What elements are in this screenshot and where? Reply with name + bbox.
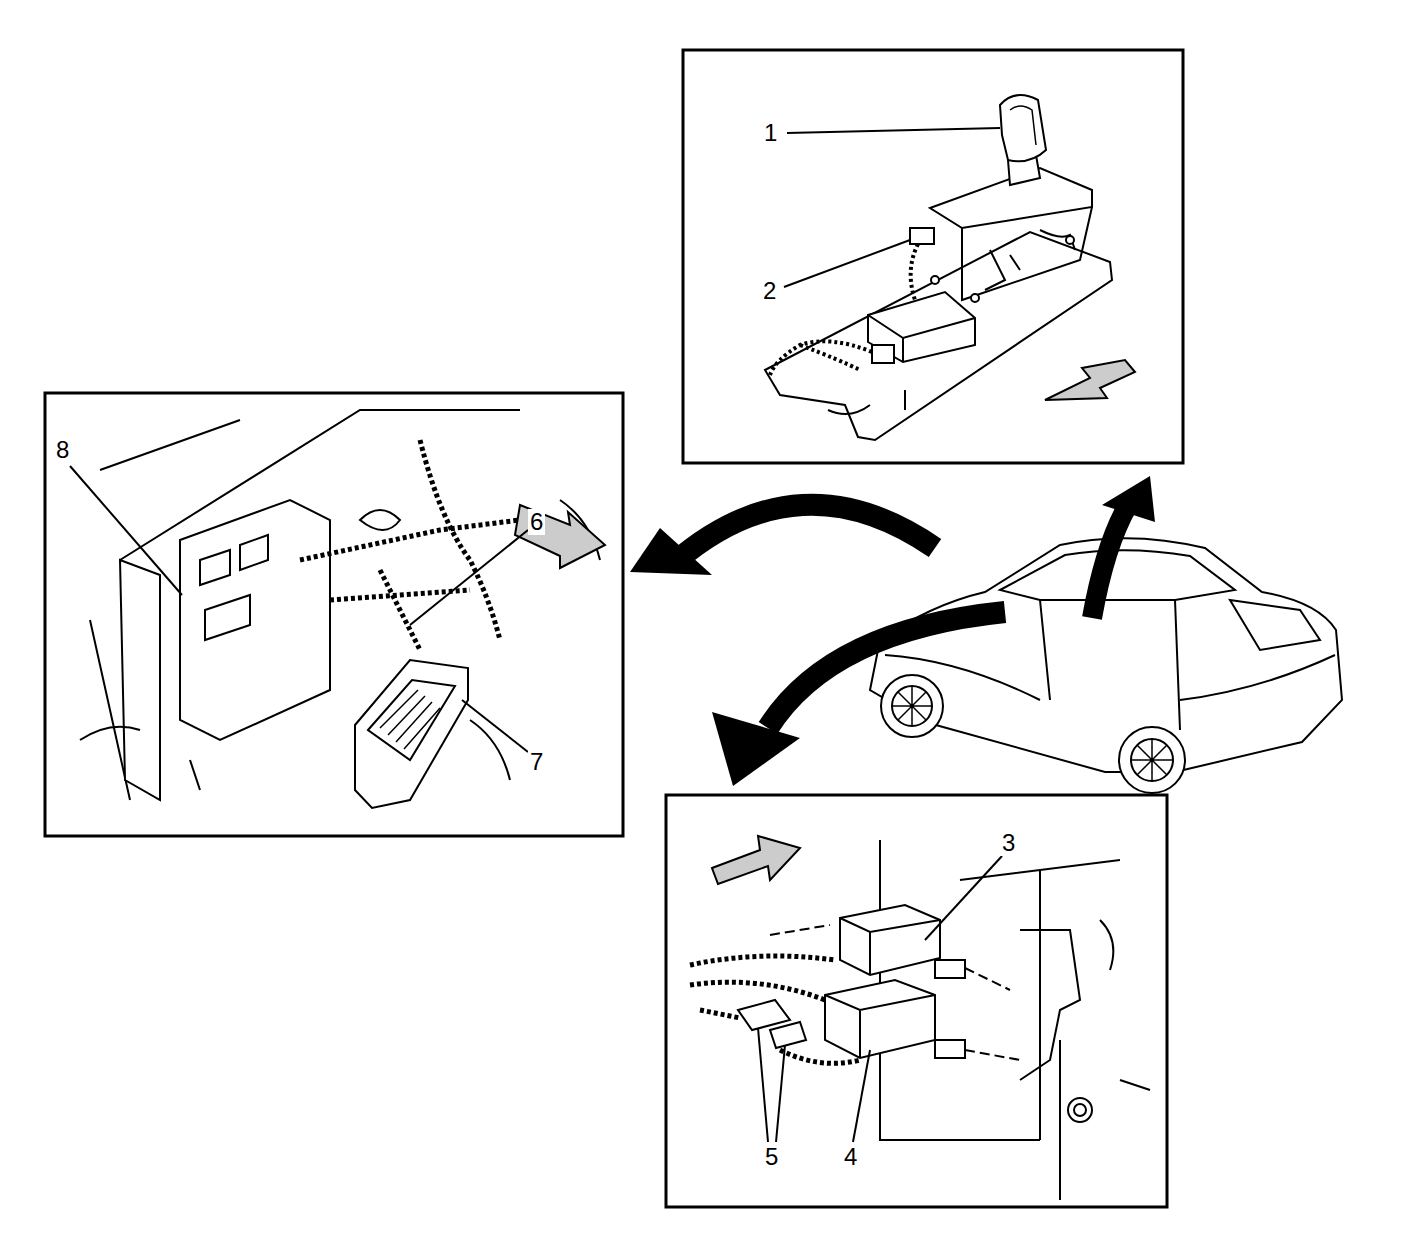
view-arrow — [675, 505, 935, 562]
module-edge — [840, 918, 940, 975]
module-edge — [825, 995, 935, 1058]
leader-line — [787, 128, 1000, 133]
callout-number: 5 — [763, 1144, 780, 1170]
mounting-bracket — [180, 500, 330, 740]
connector — [872, 345, 894, 363]
connector — [910, 228, 934, 244]
detail-line — [1100, 920, 1150, 1090]
arrow-head — [1102, 476, 1155, 522]
view-arrow — [768, 612, 1005, 728]
callout-number: 1 — [762, 120, 779, 146]
wire-harness — [380, 570, 420, 650]
arrow-head — [630, 528, 712, 575]
panel-frame — [683, 50, 1183, 463]
panel-frame — [45, 393, 623, 836]
callout-number: 8 — [54, 437, 71, 463]
mechanism-detail — [985, 230, 1075, 290]
shift-knob — [1000, 95, 1046, 161]
view-arrow — [1092, 505, 1128, 618]
direction-arrow — [515, 505, 605, 568]
pillar — [120, 560, 160, 800]
connector-pair — [738, 1000, 806, 1048]
wire-harness — [420, 440, 500, 640]
direction-arrow — [712, 836, 800, 884]
strut-mount — [360, 510, 400, 530]
console-detail — [828, 390, 905, 414]
console-base — [765, 232, 1112, 440]
leader-line — [462, 700, 528, 752]
callout-number: 3 — [1000, 830, 1017, 856]
relay-block — [200, 535, 268, 640]
electronic-module — [355, 660, 468, 808]
body-structure — [90, 410, 520, 800]
arrow-head — [712, 712, 800, 786]
connector — [935, 960, 965, 978]
wire-harness — [690, 956, 860, 1063]
leader-line — [70, 466, 182, 595]
leader-line — [925, 856, 1002, 940]
wire-harness — [300, 520, 520, 600]
panel-frame — [666, 795, 1167, 1207]
leader-lines — [70, 128, 1002, 1142]
module-view — [690, 836, 1150, 1200]
rear-lamp — [1230, 600, 1320, 650]
leader-line — [410, 530, 528, 625]
module-edge — [868, 315, 975, 362]
module-connector — [368, 680, 455, 760]
shifter-housing — [962, 207, 1092, 300]
callout-number: 2 — [761, 278, 778, 304]
direction-arrow — [1045, 360, 1135, 400]
shifter-view — [765, 95, 1135, 440]
knob-detail — [1010, 106, 1036, 145]
leader-line — [853, 1050, 870, 1142]
callout-number: 6 — [528, 509, 545, 535]
callout-number: 4 — [842, 1144, 859, 1170]
body-line — [885, 655, 1335, 700]
view-arrows — [630, 476, 1155, 786]
engine-bay-view — [80, 410, 605, 808]
install-line — [770, 925, 1020, 1060]
detail-line — [80, 500, 600, 790]
bolt — [931, 276, 939, 284]
leader-line — [776, 1045, 785, 1142]
leader-line — [784, 240, 910, 287]
bolt — [971, 294, 979, 302]
module-4 — [825, 980, 935, 1058]
fastener — [1068, 1098, 1092, 1122]
leader-line — [758, 1028, 768, 1142]
bolt — [1066, 236, 1074, 244]
wire-harness — [770, 341, 872, 375]
callout-number: 7 — [528, 749, 545, 775]
connector — [935, 1040, 965, 1058]
car-window — [1000, 550, 1235, 600]
wheel-spokes — [892, 686, 1173, 781]
control-module — [868, 292, 975, 362]
fastener — [1074, 1104, 1086, 1116]
connector-ribs — [380, 690, 440, 749]
bracket-structure — [900, 1040, 1060, 1200]
